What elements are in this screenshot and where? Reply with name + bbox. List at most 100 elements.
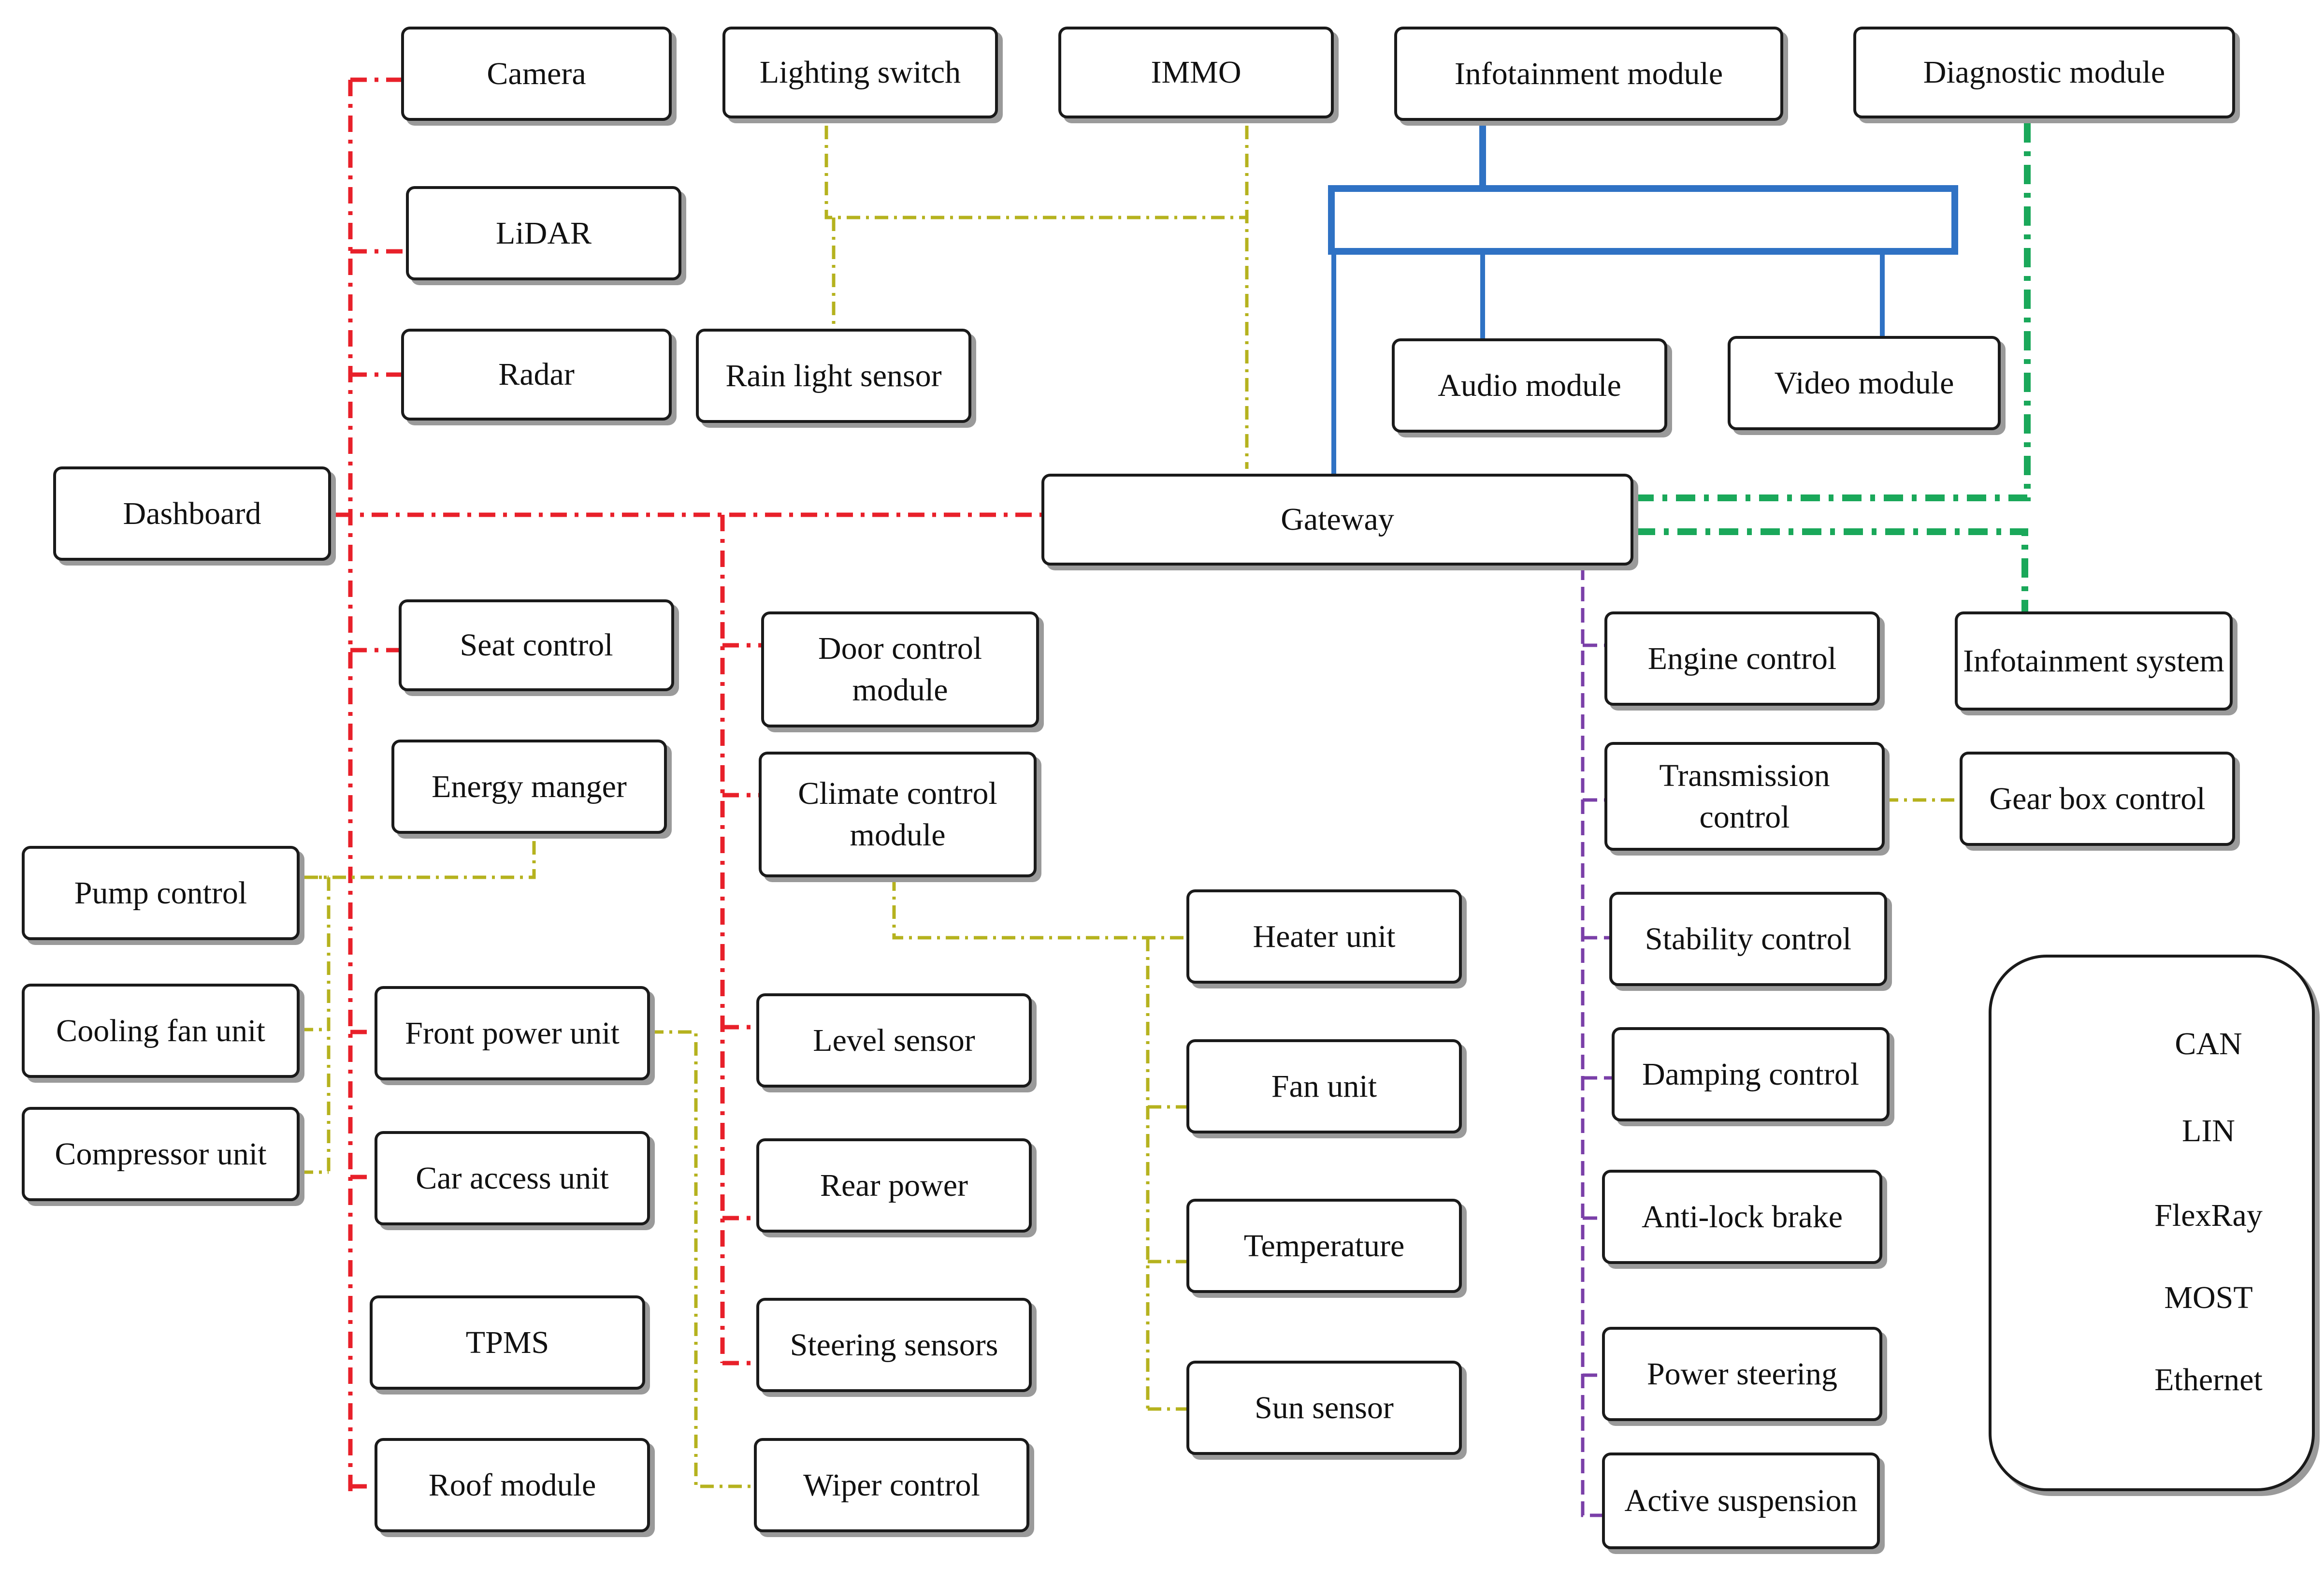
heater-unit-label: Heater unit <box>1253 918 1396 954</box>
ethernet-infotainment-system-link <box>1636 528 2028 616</box>
legend-flexray-label: FlexRay <box>2154 1198 2263 1233</box>
camera-label: Camera <box>487 56 586 91</box>
rain-light-sensor-label: Rain light sensor <box>725 358 942 393</box>
climate-control-module-label: Climate control module <box>798 776 997 853</box>
transmission-control-label: Transmission control <box>1659 757 1830 835</box>
energy-manger-node: Energy manger <box>391 740 667 834</box>
front-power-unit-node: Front power unit <box>375 986 650 1080</box>
audio-module-label: Audio module <box>1438 367 1621 403</box>
ethernet-lines <box>1636 123 2031 616</box>
most-ring <box>1328 185 1958 255</box>
gear-box-control-label: Gear box control <box>1989 781 2206 816</box>
audio-module-node: Audio module <box>1392 338 1667 433</box>
stability-control-node: Stability control <box>1609 892 1887 986</box>
seat-control-label: Seat control <box>460 627 613 663</box>
active-suspension-label: Active suspension <box>1624 1483 1858 1519</box>
radar-node: Radar <box>401 329 672 421</box>
tpms-node: TPMS <box>370 1295 645 1390</box>
sun-sensor-label: Sun sensor <box>1255 1390 1394 1425</box>
radar-label: Radar <box>498 357 575 392</box>
car-access-unit-label: Car access unit <box>416 1160 609 1196</box>
active-suspension-node: Active suspension <box>1602 1453 1880 1549</box>
heater-unit-node: Heater unit <box>1186 889 1462 984</box>
flexray-trunk <box>1581 566 1602 1517</box>
car-access-unit-node: Car access unit <box>375 1131 650 1225</box>
diagnostic-module-node: Diagnostic module <box>1853 27 2235 118</box>
lidar-label: LiDAR <box>496 215 592 251</box>
damping-control-label: Damping control <box>1642 1056 1860 1092</box>
cooling-fan-unit-node: Cooling fan unit <box>22 984 300 1078</box>
temperature-node: Temperature <box>1186 1199 1462 1293</box>
rear-power-label: Rear power <box>820 1167 968 1203</box>
video-module-label: Video module <box>1774 365 1954 401</box>
tpms-label: TPMS <box>465 1324 549 1360</box>
rain-light-sensor-node: Rain light sensor <box>696 329 971 423</box>
legend-lin-label: LIN <box>2182 1113 2235 1148</box>
dashboard-node: Dashboard <box>53 466 331 561</box>
temperature-label: Temperature <box>1243 1228 1405 1264</box>
cooling-fan-unit-label: Cooling fan unit <box>56 1013 265 1048</box>
legend-box <box>1989 955 2315 1491</box>
level-sensor-node: Level sensor <box>756 993 1032 1088</box>
dashboard-label: Dashboard <box>123 495 261 531</box>
door-control-module-node: Door control module <box>761 611 1039 727</box>
ethernet-diagnostic-link <box>1636 123 2031 501</box>
rear-power-node: Rear power <box>756 1138 1032 1233</box>
stability-control-label: Stability control <box>1645 921 1852 957</box>
damping-control-node: Damping control <box>1612 1027 1890 1121</box>
infotainment-module-node: Infotainment module <box>1394 27 1783 121</box>
pump-control-label: Pump control <box>74 875 247 911</box>
gear-box-control-node: Gear box control <box>1960 752 2235 846</box>
level-sensor-label: Level sensor <box>813 1022 975 1058</box>
engine-control-label: Engine control <box>1647 640 1837 676</box>
legend-most-label: MOST <box>2164 1280 2253 1315</box>
legend-can-label: CAN <box>2175 1026 2242 1061</box>
wiper-control-label: Wiper control <box>803 1467 980 1503</box>
sun-sensor-node: Sun sensor <box>1186 1361 1462 1455</box>
front-power-unit-label: Front power unit <box>405 1015 620 1051</box>
pump-control-node: Pump control <box>22 846 300 940</box>
gateway-node: Gateway <box>1041 474 1633 566</box>
infotainment-system-node: Infotainment system <box>1955 611 2233 711</box>
lighting-switch-label: Lighting switch <box>759 55 961 90</box>
wiper-control-node: Wiper control <box>754 1438 1029 1532</box>
climate-control-module-node: Climate control module <box>759 752 1037 877</box>
lin-front-power-link <box>650 1030 754 1488</box>
seat-control-node: Seat control <box>399 599 674 691</box>
fan-unit-label: Fan unit <box>1271 1068 1377 1104</box>
power-steering-node: Power steering <box>1602 1327 1882 1421</box>
infotainment-module-label: Infotainment module <box>1454 56 1723 91</box>
compressor-unit-label: Compressor unit <box>55 1136 267 1172</box>
can-lines <box>336 77 1044 1491</box>
flexray-lines <box>1581 566 1612 1517</box>
lin-lines <box>300 126 1960 1488</box>
transmission-control-node: Transmission control <box>1604 742 1885 851</box>
energy-manger-label: Energy manger <box>432 769 627 804</box>
immo-label: IMMO <box>1151 55 1241 90</box>
lin-energy-link <box>300 841 536 879</box>
door-control-module-label: Door control module <box>818 631 982 708</box>
video-module-node: Video module <box>1728 336 2001 430</box>
legend-ethernet-label: Ethernet <box>2154 1362 2263 1397</box>
roof-module-label: Roof module <box>428 1467 596 1503</box>
immo-node: IMMO <box>1058 27 1334 118</box>
engine-control-node: Engine control <box>1604 611 1880 706</box>
camera-node: Camera <box>401 27 672 121</box>
power-steering-label: Power steering <box>1646 1356 1838 1392</box>
diagnostic-module-label: Diagnostic module <box>1923 55 2165 90</box>
lidar-node: LiDAR <box>406 186 681 280</box>
anti-lock-brake-label: Anti-lock brake <box>1641 1199 1843 1235</box>
gateway-label: Gateway <box>1281 502 1394 538</box>
roof-module-node: Roof module <box>375 1438 650 1532</box>
most-lines <box>1328 123 1958 474</box>
fan-unit-node: Fan unit <box>1186 1039 1462 1133</box>
anti-lock-brake-node: Anti-lock brake <box>1602 1170 1882 1264</box>
lin-climate-link <box>892 877 1186 940</box>
infotainment-system-label: Infotainment system <box>1963 643 2224 679</box>
lighting-switch-node: Lighting switch <box>722 27 998 118</box>
lin-lighting-link <box>824 126 1247 219</box>
steering-sensors-node: Steering sensors <box>756 1298 1032 1392</box>
compressor-unit-node: Compressor unit <box>22 1107 300 1201</box>
